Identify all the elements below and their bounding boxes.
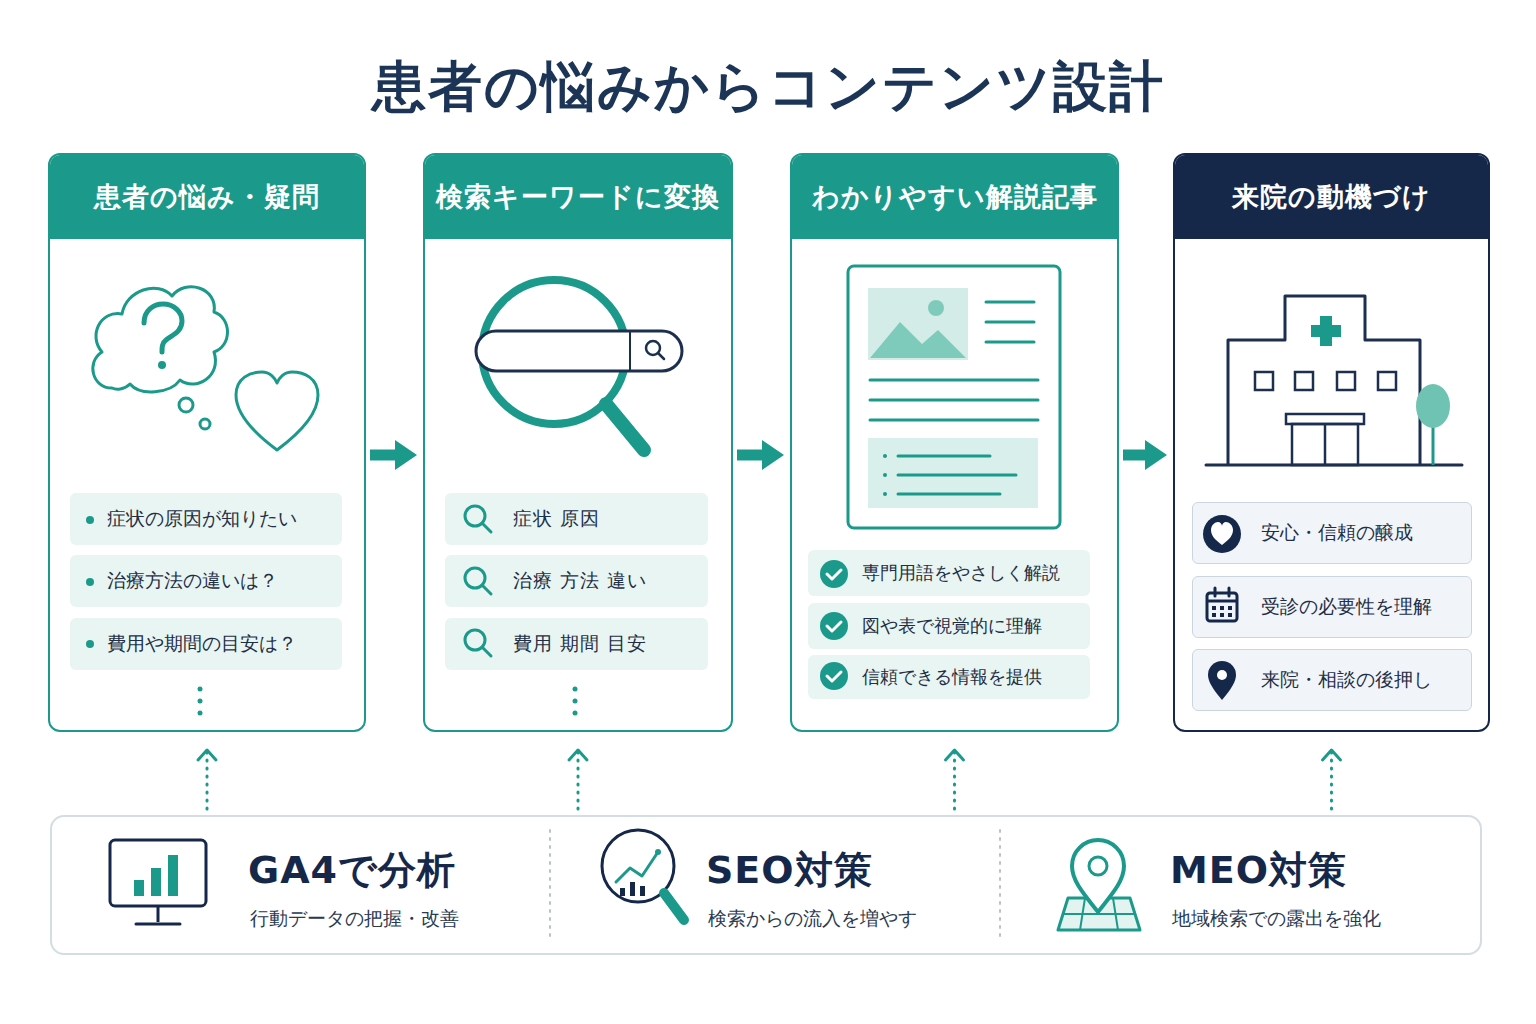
keyword-item: 治療 方法 違い xyxy=(445,555,708,607)
arrow-shaft xyxy=(206,752,209,809)
item-text: 受診の必要性を理解 xyxy=(1261,594,1432,620)
arrow-shaft xyxy=(737,450,766,461)
arrow-shaft xyxy=(370,450,399,461)
arrow-head xyxy=(198,750,216,760)
keyword-item: 症状 原因 xyxy=(445,493,708,545)
motivation-item: 来院・相談の後押し xyxy=(1192,649,1472,711)
support-arrow xyxy=(198,750,216,809)
tool-title: SEO対策 xyxy=(706,847,873,893)
arrow-head xyxy=(762,440,784,470)
tool-description: 検索からの流入を増やす xyxy=(708,905,917,931)
item-text: 症状 原因 xyxy=(513,506,600,532)
arrow-head xyxy=(395,440,417,470)
motivation-item: 受診の必要性を理解 xyxy=(1192,576,1472,638)
item-text: 図や表で視覚的に理解 xyxy=(862,614,1042,638)
arrow-head xyxy=(569,750,587,760)
tools-band: GA4で分析行動データの把握・改善 SEO対策検索からの流入を増やす MEO対策地域… xyxy=(50,815,1482,955)
concern-item: 症状の原因が知りたい xyxy=(70,493,342,545)
tool-description: 地域検索での露出を強化 xyxy=(1172,905,1381,931)
arrow-head xyxy=(1145,440,1167,470)
item-text: 信頼できる情報を提供 xyxy=(862,665,1042,689)
arrow-head xyxy=(1323,750,1341,760)
concern-item: 費用や期間の目安は？ xyxy=(70,618,342,670)
flow-arrow xyxy=(370,440,417,470)
item-text: 症状の原因が知りたい xyxy=(107,506,297,532)
arrow-shaft xyxy=(1123,450,1149,461)
diagram-title: 患者の悩みからコンテンツ設計 xyxy=(0,52,1536,122)
item-text: 費用 期間 目安 xyxy=(513,631,647,657)
tool-title: MEO対策 xyxy=(1170,847,1347,893)
panel-title: 患者の悩み・疑問 xyxy=(94,179,320,215)
arrow-shaft xyxy=(1330,752,1333,809)
item-text: 費用や期間の目安は？ xyxy=(107,631,297,657)
process-panel: わかりやすい解説記事専門用語をやさしく解説図や表で視覚的に理解信頼できる情報を提… xyxy=(790,153,1119,732)
concern-item: 治療方法の違いは？ xyxy=(70,555,342,607)
support-arrow xyxy=(1323,750,1341,809)
tool-title: GA4で分析 xyxy=(248,847,456,893)
panel-header: 患者の悩み・疑問 xyxy=(50,155,364,239)
arrow-shaft xyxy=(953,752,956,809)
article-point: 図や表で視覚的に理解 xyxy=(808,603,1090,649)
arrow-shaft xyxy=(577,752,580,809)
goal-panel: 来院の動機づけ安心・信頼の醸成受診の必要性を理解来院・相談の後押し xyxy=(1173,153,1490,732)
panel-title: わかりやすい解説記事 xyxy=(812,179,1098,215)
keyword-item: 費用 期間 目安 xyxy=(445,618,708,670)
arrow-head xyxy=(946,750,964,760)
process-panel: 検索キーワードに変換症状 原因治療 方法 違い費用 期間 目安 xyxy=(423,153,733,732)
panel-title: 来院の動機づけ xyxy=(1232,179,1431,215)
flow-arrow xyxy=(737,440,784,470)
tool-description: 行動データの把握・改善 xyxy=(250,905,459,931)
item-text: 安心・信頼の醸成 xyxy=(1261,520,1413,546)
item-text: 来院・相談の後押し xyxy=(1261,667,1432,693)
motivation-item: 安心・信頼の醸成 xyxy=(1192,502,1472,564)
process-panel: 患者の悩み・疑問症状の原因が知りたい治療方法の違いは？ 費用や期間の目安は？ xyxy=(48,153,366,732)
support-arrow xyxy=(569,750,587,809)
support-arrow xyxy=(946,750,964,809)
panel-header: 検索キーワードに変換 xyxy=(425,155,731,239)
article-point: 信頼できる情報を提供 xyxy=(808,655,1090,699)
article-point: 専門用語をやさしく解説 xyxy=(808,550,1090,596)
panel-header: 来院の動機づけ xyxy=(1175,155,1488,239)
item-text: 治療 方法 違い xyxy=(513,568,647,594)
item-text: 専門用語をやさしく解説 xyxy=(862,561,1060,585)
flow-arrow xyxy=(1123,440,1167,470)
item-text: 治療方法の違いは？ xyxy=(107,568,278,594)
panel-header: わかりやすい解説記事 xyxy=(792,155,1117,239)
panel-title: 検索キーワードに変換 xyxy=(436,179,720,215)
